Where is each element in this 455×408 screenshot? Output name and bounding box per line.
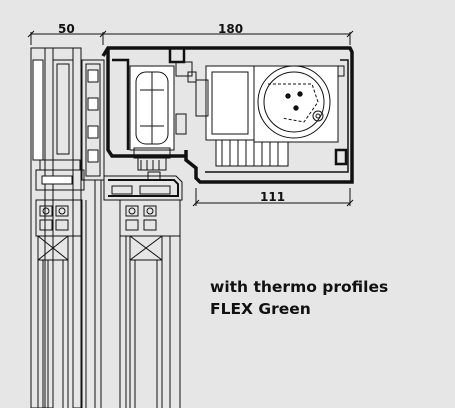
center-connection-profile [81, 59, 105, 408]
left-sash-section [35, 199, 87, 408]
dimension-line-180 [103, 30, 354, 45]
caption: with thermo profiles FLEX Green [210, 276, 388, 320]
dimension-label-50: 50 [58, 22, 75, 36]
dimension-line-111 [192, 188, 354, 207]
track-housing-profile [101, 46, 354, 184]
right-sash-section [119, 199, 181, 408]
motor-unit [175, 61, 339, 167]
roller-carriage [129, 65, 175, 181]
fixed-frame-profile [30, 47, 85, 408]
dimension-label-180: 180 [218, 22, 244, 36]
caption-line-1: with thermo profiles [210, 278, 389, 296]
caption-line-2: FLEX Green [210, 300, 311, 318]
dimension-label-111: 111 [260, 190, 286, 204]
sash-head-profile [103, 175, 183, 201]
